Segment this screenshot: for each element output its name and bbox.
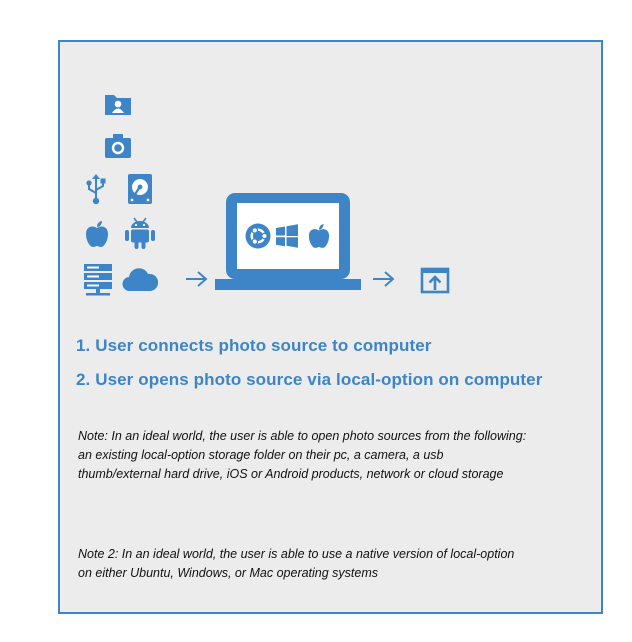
usb-icon (84, 173, 108, 205)
server-icon (83, 263, 113, 297)
android-icon (124, 216, 156, 250)
ubuntu-icon (245, 223, 271, 249)
apple-icon (85, 220, 109, 248)
windows-icon (275, 224, 299, 248)
cloud-icon (122, 266, 158, 292)
camera-icon (104, 133, 132, 159)
arrow-right-icon (371, 269, 397, 289)
hard-drive-icon (127, 173, 153, 205)
step-2-label: 2. User opens photo source via local-opt… (76, 370, 543, 389)
open-upload-icon (420, 266, 450, 294)
folder-user-icon (104, 92, 132, 116)
note-1-text: Note: In an ideal world, the user is abl… (78, 429, 527, 481)
diagram-panel: 1. User connects photo source to compute… (58, 40, 603, 614)
step-1-label: 1. User connects photo source to compute… (76, 336, 432, 355)
note-2-text: Note 2: In an ideal world, the user is a… (78, 547, 515, 580)
apple-icon (308, 223, 330, 249)
arrow-right-icon (184, 269, 210, 289)
